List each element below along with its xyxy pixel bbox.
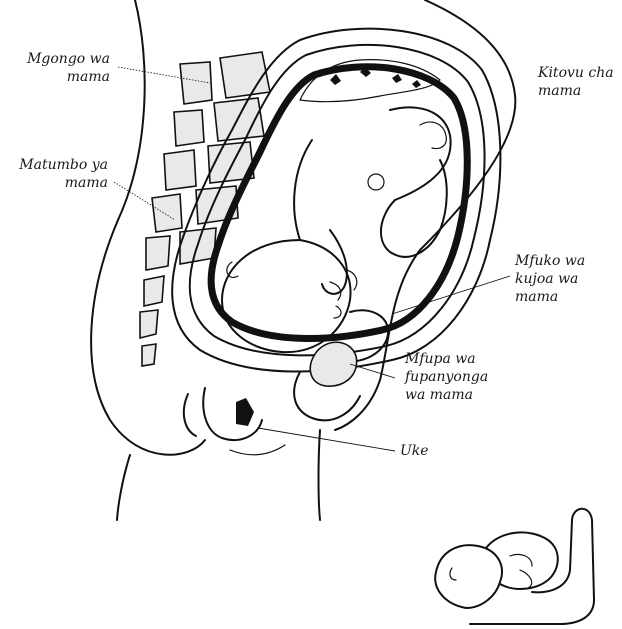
label-mother-pelvic-bone: Mfupa wa fupanyonga wa mama bbox=[405, 350, 488, 404]
label-mother-spine-line-1: Mgongo wa bbox=[24, 50, 110, 68]
label-vagina-line-1: Uke bbox=[400, 442, 429, 460]
label-mother-spine: Mgongo wa mama bbox=[24, 50, 110, 86]
label-mother-spine-line-2: mama bbox=[24, 68, 110, 86]
leader-vagina bbox=[258, 428, 395, 451]
spine-vertebrae bbox=[140, 52, 270, 366]
fetus-foot bbox=[420, 122, 446, 148]
inset-fetus-illustration bbox=[435, 509, 594, 624]
label-vagina: Uke bbox=[400, 442, 429, 460]
leader-pelvic-bone bbox=[350, 364, 395, 378]
label-mother-bladder-line-2: kujoa wa bbox=[515, 270, 585, 288]
label-mother-navel-line-2: mama bbox=[538, 82, 614, 100]
mother-thigh-back bbox=[117, 455, 130, 520]
fetus-back bbox=[294, 140, 312, 240]
cervix-dark-area bbox=[236, 398, 254, 426]
mother-thigh-front bbox=[319, 430, 321, 520]
label-mother-pelvic-bone-line-1: Mfupa wa bbox=[405, 350, 488, 368]
label-mother-intestines: Matumbo ya mama bbox=[8, 156, 108, 192]
pubic-bone bbox=[310, 342, 356, 386]
rectum-outline bbox=[184, 394, 196, 436]
fetus-thigh bbox=[390, 107, 451, 200]
cervix-outline bbox=[203, 388, 262, 440]
label-mother-navel-line-1: Kitovu cha bbox=[538, 64, 614, 82]
label-mother-bladder: Mfuko wa kujoa wa mama bbox=[515, 252, 585, 306]
label-mother-bladder-line-3: mama bbox=[515, 288, 585, 306]
perineum-line bbox=[230, 445, 285, 455]
label-mother-bladder-line-1: Mfuko wa bbox=[515, 252, 585, 270]
fetus-face bbox=[330, 282, 341, 318]
label-mother-intestines-line-2: mama bbox=[8, 174, 108, 192]
label-mother-pelvic-bone-line-2: fupanyonga bbox=[405, 368, 488, 386]
label-mother-navel: Kitovu cha mama bbox=[538, 64, 614, 100]
leader-bladder bbox=[392, 276, 510, 314]
fetus-umbilicus bbox=[368, 174, 384, 190]
label-mother-intestines-line-1: Matumbo ya bbox=[8, 156, 108, 174]
label-mother-pelvic-bone-line-3: wa mama bbox=[405, 386, 488, 404]
